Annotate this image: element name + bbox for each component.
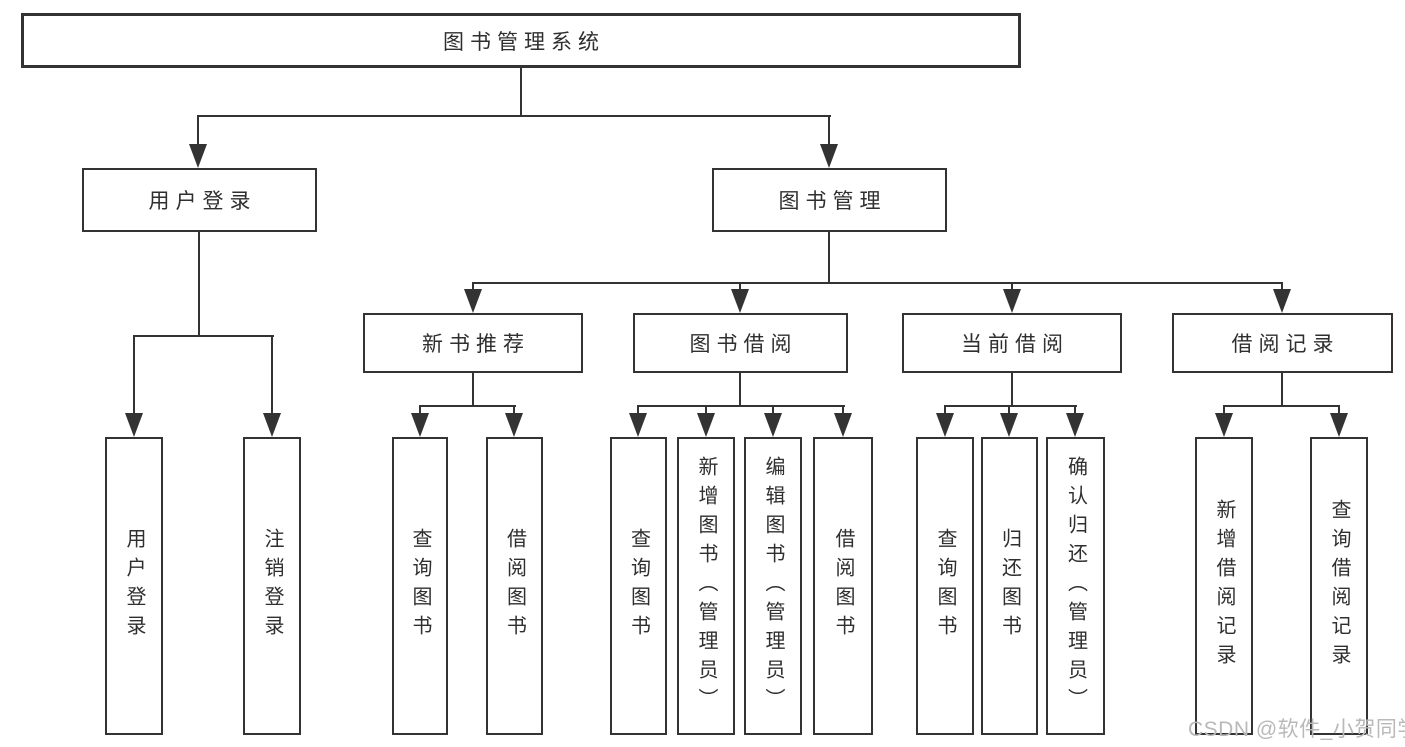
connector-line xyxy=(197,115,199,150)
node-label: 新书推荐 xyxy=(422,333,530,356)
arrow-down-icon xyxy=(936,413,954,437)
leaf-logout: 注销登录 xyxy=(243,437,301,735)
connector-line xyxy=(419,405,516,407)
connector-line xyxy=(1223,405,1340,407)
arrow-down-icon xyxy=(1003,289,1021,313)
arrow-down-icon xyxy=(764,413,782,437)
leaf-label: 查询借阅记录 xyxy=(1328,499,1350,673)
arrow-down-icon xyxy=(731,289,749,313)
leaf-query-books-current: 查询图书 xyxy=(916,437,974,735)
connector-line xyxy=(197,115,831,117)
connector-line xyxy=(472,373,474,407)
leaf-label: 查询图书 xyxy=(627,528,650,644)
leaf-label: 查询图书 xyxy=(409,528,431,644)
connector-line xyxy=(739,373,741,407)
leaf-query-books-recommend: 查询图书 xyxy=(392,437,448,735)
leaf-label: 借阅图书 xyxy=(503,528,526,644)
connector-line xyxy=(271,335,273,420)
leaf-label: 确认归还（管理员） xyxy=(1064,455,1087,717)
node-label: 图书管理系统 xyxy=(443,30,605,54)
arrow-down-icon xyxy=(464,289,482,313)
arrow-down-icon xyxy=(834,413,852,437)
arrow-down-icon xyxy=(1273,289,1291,313)
node-library-system: 图书管理系统 xyxy=(21,13,1021,68)
leaf-borrow-books-recommend: 借阅图书 xyxy=(486,437,543,735)
node-borrowing-records: 借阅记录 xyxy=(1172,313,1393,373)
leaf-borrow-books-borrowing: 借阅图书 xyxy=(813,437,873,735)
node-book-management: 图书管理 xyxy=(712,168,947,232)
node-label: 用户登录 xyxy=(148,190,257,213)
leaf-label: 查询图书 xyxy=(934,528,956,644)
arrow-down-icon xyxy=(411,413,429,437)
arrow-down-icon xyxy=(820,144,838,168)
arrow-down-icon xyxy=(189,144,207,168)
arrow-down-icon xyxy=(263,413,281,437)
node-label: 图书管理 xyxy=(778,190,887,213)
leaf-return-book: 归还图书 xyxy=(981,437,1038,735)
connector-line xyxy=(133,335,274,337)
arrow-down-icon xyxy=(505,413,523,437)
arrow-down-icon xyxy=(1330,413,1348,437)
connector-line xyxy=(1281,373,1283,407)
node-new-book-recommend: 新书推荐 xyxy=(363,313,583,373)
connector-line xyxy=(944,405,1077,407)
arrow-down-icon xyxy=(697,413,715,437)
connector-line xyxy=(520,68,522,117)
connector-line xyxy=(1011,373,1013,407)
connector-line xyxy=(828,115,830,150)
leaf-add-book-admin: 新增图书（管理员） xyxy=(677,437,735,735)
leaf-label: 注销登录 xyxy=(261,528,283,644)
leaf-edit-book-admin: 编辑图书（管理员） xyxy=(744,437,802,735)
node-label: 借阅记录 xyxy=(1231,333,1340,356)
arrow-down-icon xyxy=(125,413,143,437)
leaf-confirm-return-admin: 确认归还（管理员） xyxy=(1046,437,1105,735)
connector-line xyxy=(133,335,135,420)
node-user-login: 用户登录 xyxy=(82,168,317,232)
leaf-label: 编辑图书（管理员） xyxy=(762,455,784,717)
leaf-label: 借阅图书 xyxy=(832,528,854,644)
leaf-label: 用户登录 xyxy=(123,528,145,644)
node-label: 图书借阅 xyxy=(689,333,798,356)
leaf-label: 归还图书 xyxy=(998,528,1021,644)
csdn-watermark: CSDN @软件_小贺同学 xyxy=(1188,718,1405,741)
connector-line xyxy=(637,405,845,407)
leaf-query-borrow-record: 查询借阅记录 xyxy=(1310,437,1368,735)
leaf-user-login: 用户登录 xyxy=(105,437,163,735)
leaf-query-books-borrowing: 查询图书 xyxy=(610,437,667,735)
node-book-borrowing: 图书借阅 xyxy=(633,313,848,373)
leaf-label: 新增借阅记录 xyxy=(1213,499,1235,673)
arrow-down-icon xyxy=(1066,413,1084,437)
node-current-borrowing: 当前借阅 xyxy=(902,313,1122,373)
connector-line xyxy=(198,232,200,337)
leaf-label: 新增图书（管理员） xyxy=(695,455,717,717)
node-label: 当前借阅 xyxy=(961,333,1069,356)
arrow-down-icon xyxy=(1215,413,1233,437)
leaf-add-borrow-record: 新增借阅记录 xyxy=(1195,437,1253,735)
connector-line xyxy=(472,282,1283,284)
arrow-down-icon xyxy=(629,413,647,437)
connector-line xyxy=(828,232,830,284)
arrow-down-icon xyxy=(1000,413,1018,437)
